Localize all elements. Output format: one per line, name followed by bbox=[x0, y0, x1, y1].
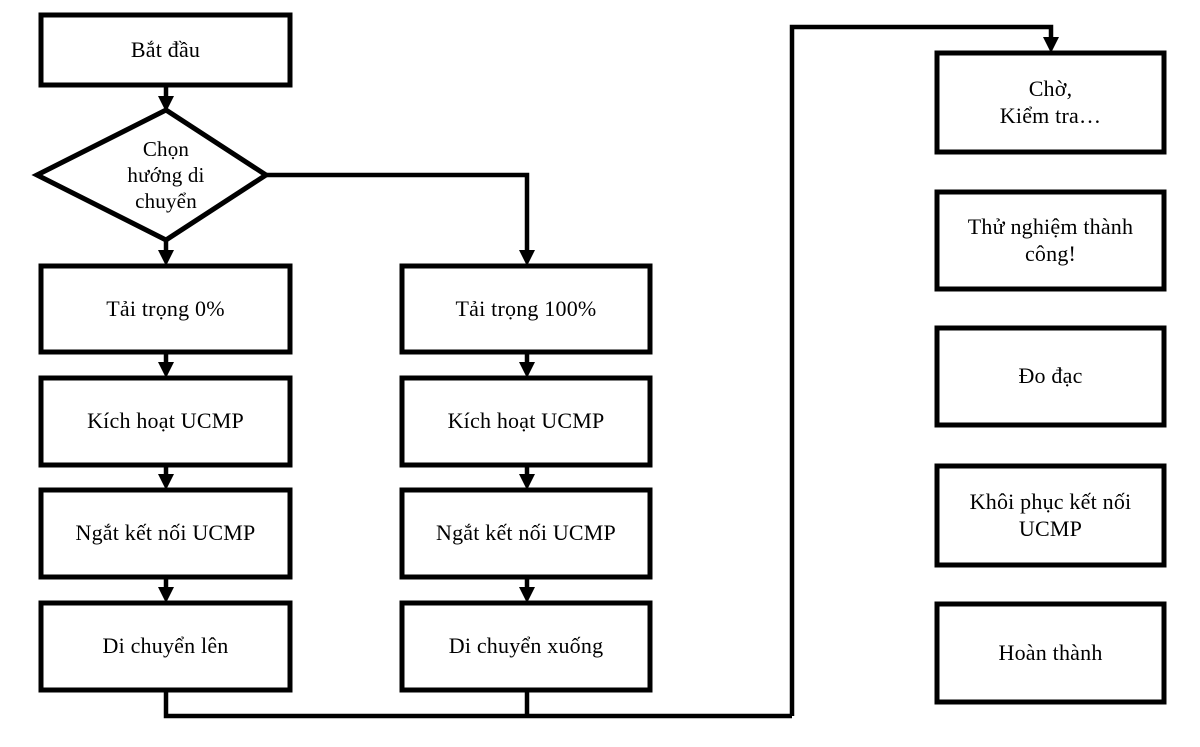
node-mid-activate-shape bbox=[399, 375, 653, 468]
node-right-done-shape bbox=[934, 601, 1167, 705]
arrowhead-decision-to-left-load bbox=[158, 250, 174, 266]
arrowhead-bus-to-wait bbox=[1043, 37, 1059, 53]
arrowhead-start-to-decision bbox=[158, 96, 174, 112]
arrowhead-mid-activate-to-disconnect bbox=[519, 474, 535, 490]
node-left-load-shape bbox=[38, 263, 293, 355]
arrowhead-mid-disconnect-to-move bbox=[519, 587, 535, 603]
node-right-measure-shape bbox=[934, 325, 1167, 428]
arrowhead-decision-to-mid-load bbox=[519, 250, 535, 266]
arrowhead-left-activate-to-disconnect bbox=[158, 474, 174, 490]
node-right-wait-shape bbox=[934, 50, 1167, 155]
node-mid-move-shape bbox=[399, 600, 653, 693]
node-right-restore-shape bbox=[934, 463, 1167, 568]
arrowhead-mid-load-to-activate bbox=[519, 362, 535, 378]
node-mid-disconnect-shape bbox=[399, 487, 653, 580]
arrowhead-left-load-to-activate bbox=[158, 362, 174, 378]
connector-decision-to-mid-load bbox=[266, 172, 530, 253]
node-decision-shape bbox=[31, 107, 271, 243]
node-right-success-shape bbox=[934, 189, 1167, 292]
node-left-disconnect-shape bbox=[38, 487, 293, 580]
arrowhead-left-disconnect-to-move bbox=[158, 587, 174, 603]
node-start-shape bbox=[38, 12, 293, 88]
connector-bus-to-wait bbox=[789, 24, 1054, 716]
node-left-activate-shape bbox=[38, 375, 293, 468]
node-left-move-shape bbox=[38, 600, 293, 693]
connector-bottom-bus-left bbox=[163, 690, 792, 719]
node-mid-load-shape bbox=[399, 263, 653, 355]
